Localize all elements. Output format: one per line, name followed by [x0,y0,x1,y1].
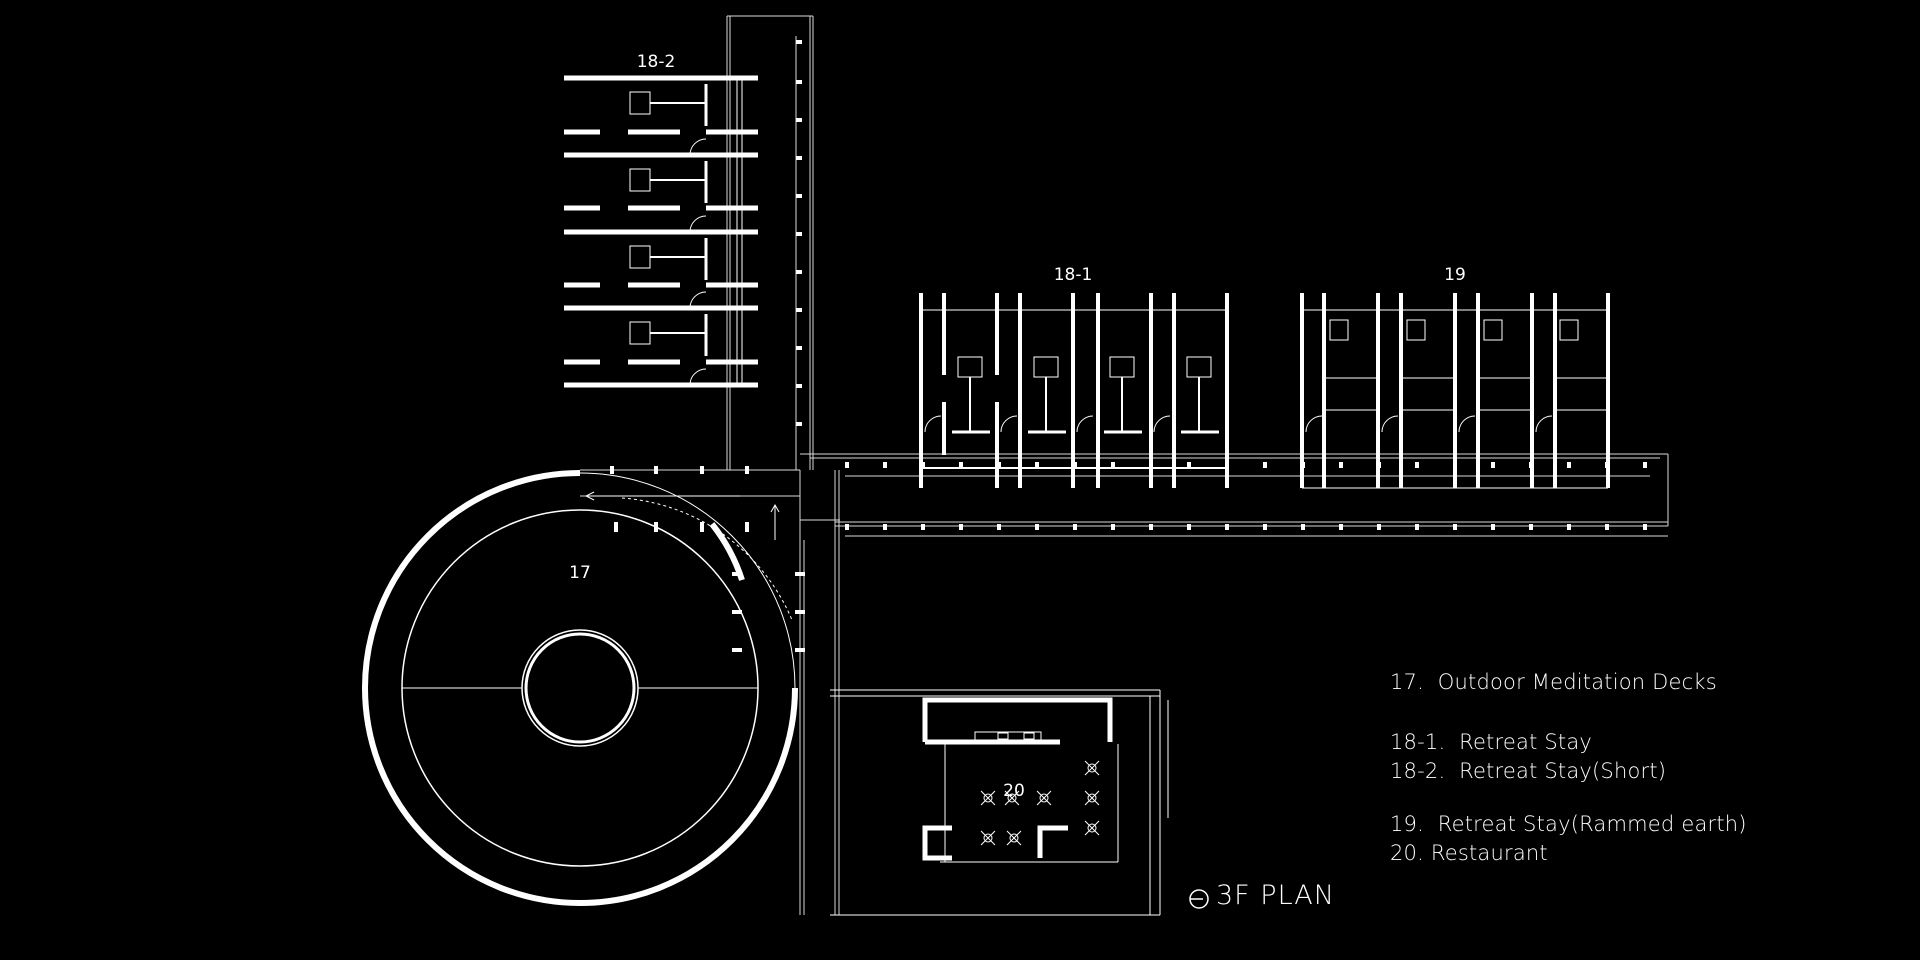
column-marks [610,40,1647,652]
legend-name: Restaurant [1430,841,1548,865]
legend-name: Outdoor Meditation Decks [1437,670,1717,694]
legend-item-20: 20. Restaurant [1390,839,1747,868]
legend-number: 20. [1390,841,1424,865]
legend-item-18-2: 18-2. Retreat Stay(Short) [1390,757,1747,786]
block-19 [1300,293,1610,489]
legend: 17. Outdoor Meditation Decks 18-1. Retre… [1390,668,1747,868]
legend-number: 18-1. [1390,730,1446,754]
legend-number: 18-2. [1390,759,1446,783]
block-17-deck [362,470,798,906]
room-label-18-1: 18-1 [1053,265,1093,285]
legend-name: Retreat Stay [1459,730,1593,754]
block-18-1 [919,293,1229,488]
plan-title-text: 3F PLAN [1216,880,1335,911]
legend-number: 19. [1390,812,1424,836]
legend-name: Retreat Stay(Rammed earth) [1437,812,1747,836]
room-label-17: 17 [569,563,591,583]
room-label-20: 20 [1003,781,1025,801]
plan-title: 3F PLAN [1190,880,1335,911]
block-18-2 [564,75,758,388]
legend-item-18-1: 18-1. Retreat Stay [1390,728,1747,757]
legend-item-19: 19. Retreat Stay(Rammed earth) [1390,810,1747,839]
legend-name: Retreat Stay(Short) [1459,759,1667,783]
north-arrow-icon [1189,889,1209,909]
legend-item-17: 17. Outdoor Meditation Decks [1390,668,1747,697]
restaurant-table-sets [980,760,1100,846]
block-20-restaurant [830,689,1169,916]
legend-number: 17. [1390,670,1424,694]
room-label-18-2: 18-2 [636,52,676,72]
room-label-19: 19 [1444,265,1466,285]
